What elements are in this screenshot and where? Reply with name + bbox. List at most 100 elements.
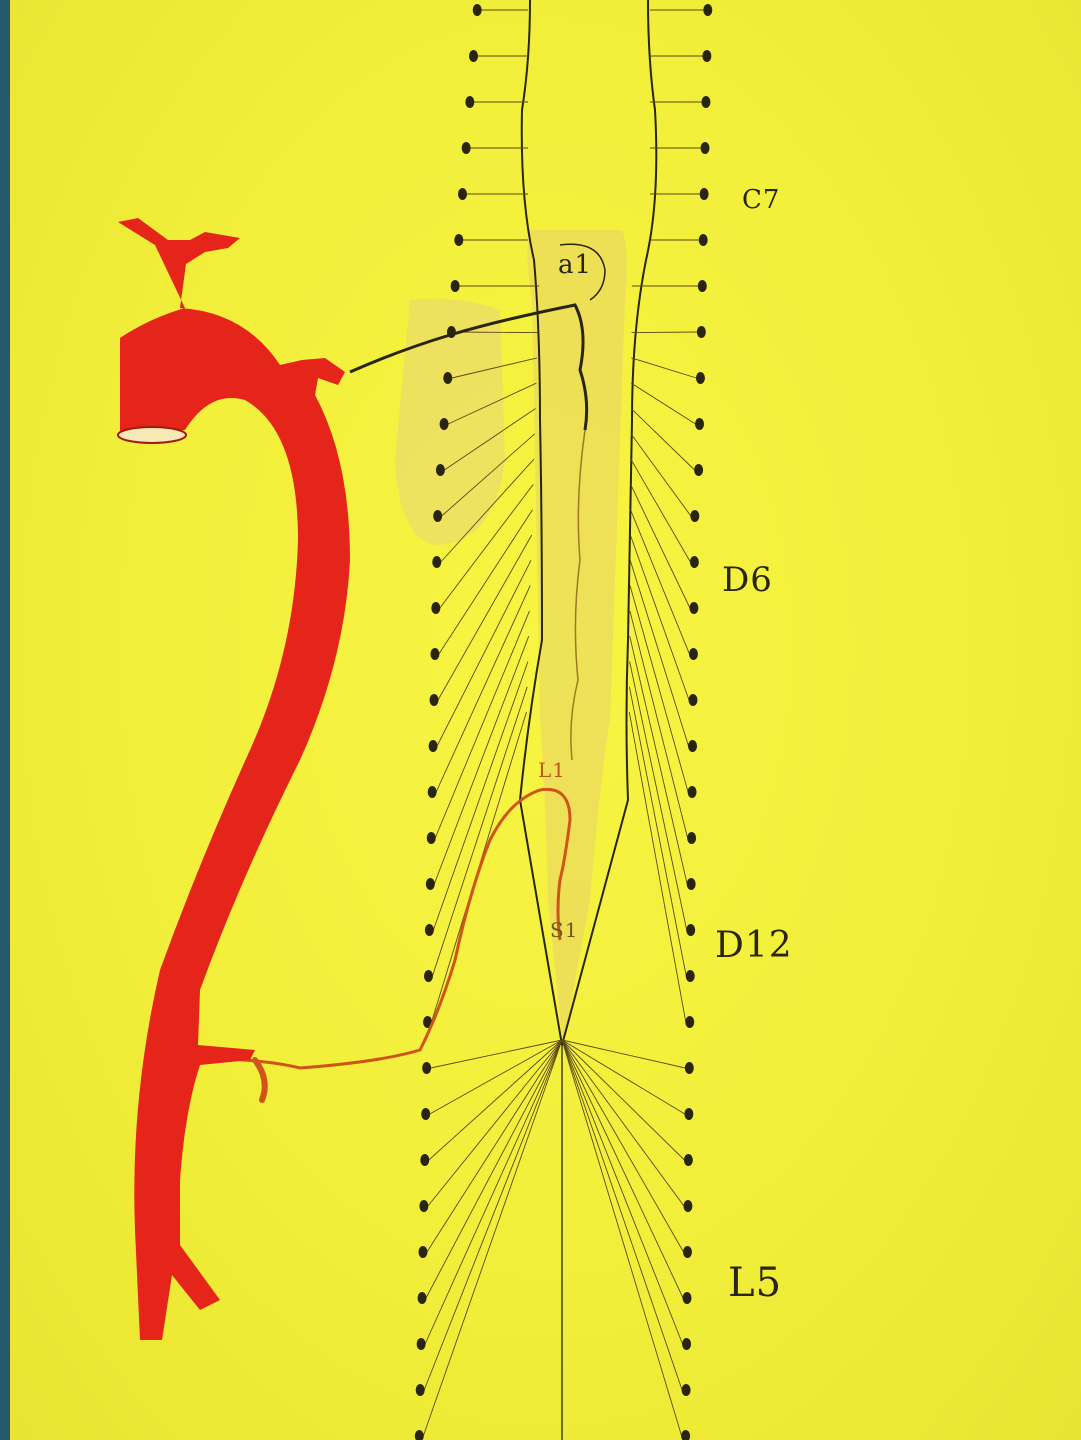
nerve-root-right-29 [562,1040,683,1344]
nerve-root-right-31 [562,1040,682,1436]
vertebral-dot-right-6 [698,280,707,292]
vertebral-dot-right-17 [688,786,697,798]
vertebral-dot-left-30 [416,1384,425,1396]
nerve-root-right-23 [562,1040,685,1068]
nerve-root-right-28 [562,1040,683,1298]
vertebral-dot-right-29 [682,1338,691,1350]
vertebral-dot-right-28 [683,1292,692,1304]
vertebral-dot-left-28 [418,1292,427,1304]
nerve-root-right-8 [631,358,696,378]
label-artery-cone: S1 [550,918,578,942]
vertebral-dot-left-23 [422,1062,431,1074]
aortic-arch-cut-end [118,427,186,443]
nerve-root-right-30 [562,1040,682,1390]
nerve-root-right-26 [562,1040,684,1206]
vertebral-dot-right-23 [685,1062,694,1074]
vertebral-dot-left-20 [425,924,434,936]
vertebral-dot-right-24 [684,1108,693,1120]
vertebral-dot-left-10 [436,464,445,476]
vertebral-dot-left-15 [430,694,439,706]
vertebral-dot-left-1 [469,50,478,62]
vertebral-dot-right-15 [689,694,698,706]
vertebral-dot-right-1 [702,50,711,62]
vertebral-dot-right-22 [685,1016,694,1028]
nerve-root-right-22 [629,712,685,1022]
vertebral-dot-left-2 [465,96,474,108]
vertebral-dot-left-5 [454,234,463,246]
vertebral-dot-right-14 [689,648,698,660]
nerve-root-left-28 [426,1040,562,1298]
vertebral-dot-left-16 [429,740,438,752]
nerve-root-right-27 [562,1040,683,1252]
nerve-root-left-7 [455,332,537,333]
vertebral-dot-right-26 [683,1200,692,1212]
nerve-root-right-7 [632,332,698,333]
vertebral-dot-left-18 [427,832,436,844]
label-artery-upper: a1 [558,250,592,280]
vertebral-dot-right-2 [701,96,710,108]
vertebral-dot-left-25 [420,1154,429,1166]
nerve-root-left-15 [438,535,532,700]
vertebral-dot-right-12 [690,556,699,568]
vertebral-dot-left-31 [415,1430,424,1440]
nerve-root-left-17 [436,586,530,792]
vertebral-dot-right-7 [697,326,706,338]
vertebral-dot-right-5 [699,234,708,246]
nerve-root-right-24 [562,1040,685,1114]
vertebral-dot-right-0 [703,4,712,16]
label-l5: L5 [728,1260,782,1306]
vertebral-dot-right-30 [682,1384,691,1396]
vertebral-dot-right-9 [695,418,704,430]
vertebral-dot-right-10 [694,464,703,476]
nerve-root-left-30 [424,1040,562,1390]
vertebral-dot-left-11 [433,510,442,522]
label-d6: D6 [722,560,773,600]
vertebral-dot-right-25 [684,1154,693,1166]
label-artery-lower: L1 [538,758,566,782]
vertebral-dot-left-26 [419,1200,428,1212]
label-c7: C7 [742,185,780,215]
vertebral-dot-left-17 [428,786,437,798]
vertebral-dot-left-29 [417,1338,426,1350]
nerve-root-right-16 [630,560,688,746]
label-d12: D12 [715,925,793,966]
nerve-root-right-20 [630,662,687,931]
vertebral-dot-left-27 [418,1246,427,1258]
nerve-root-left-25 [429,1040,562,1160]
nerve-root-left-26 [428,1040,562,1206]
vertebral-dot-right-16 [688,740,697,752]
vertebral-dot-right-13 [689,602,698,614]
artery-small-branch [255,1060,265,1100]
vertebral-dot-left-9 [440,418,449,430]
vertebral-dot-left-6 [451,280,460,292]
vertebral-dot-right-8 [696,372,705,384]
vertebral-dot-right-4 [700,188,709,200]
nerve-root-right-21 [629,687,686,976]
vertebral-dot-left-12 [432,556,441,568]
vertebral-dot-left-19 [426,878,435,890]
vertebral-dot-left-0 [473,4,482,16]
vertebral-dot-left-24 [421,1108,430,1120]
vertebral-dot-right-20 [686,924,695,936]
vertebral-dot-right-27 [683,1246,692,1258]
vertebral-dot-right-11 [690,510,699,522]
nerve-root-right-18 [630,611,688,838]
vertebral-dot-left-13 [431,602,440,614]
vertebral-dot-left-3 [462,142,471,154]
nerve-root-left-29 [425,1040,562,1344]
vertebral-dot-left-4 [458,188,467,200]
vertebral-dot-right-18 [687,832,696,844]
nerve-root-left-31 [423,1040,562,1436]
vertebral-dot-right-21 [686,970,695,982]
nerve-root-left-20 [433,662,528,931]
nerve-root-left-27 [427,1040,562,1252]
aorta [118,218,350,1340]
vertebral-dot-left-21 [424,970,433,982]
vertebral-dot-left-14 [430,648,439,660]
nerve-root-left-19 [434,636,528,884]
vertebral-dot-right-19 [687,878,696,890]
vertebral-dot-left-8 [443,372,452,384]
nerve-root-right-14 [631,510,690,654]
